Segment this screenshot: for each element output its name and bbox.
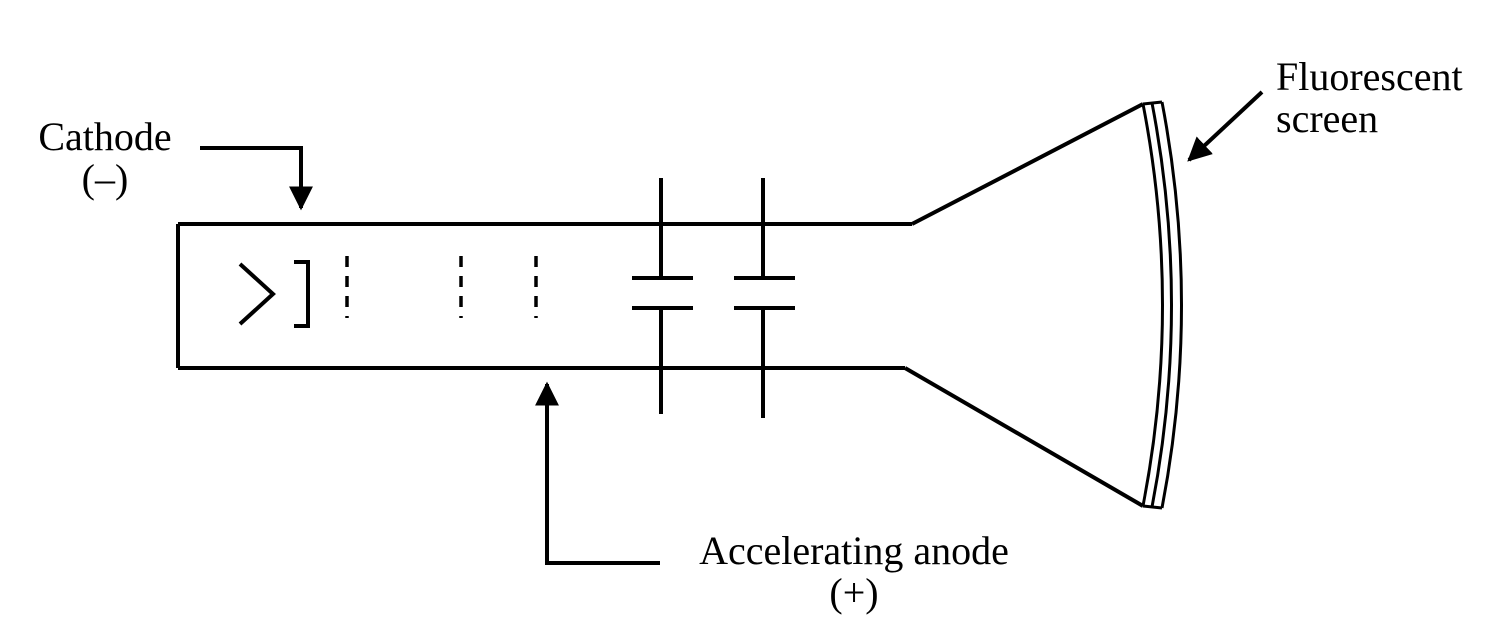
- screen-arrow: [1187, 90, 1264, 162]
- cathode-arrow: [200, 146, 313, 211]
- anode-name: Accelerating anode: [699, 528, 1009, 573]
- cathode-sign: (–): [81, 156, 129, 201]
- cathode-label: Cathode (–): [20, 116, 190, 200]
- anode-label: Accelerating anode (+): [664, 530, 1044, 614]
- screen-label-line2: screen: [1276, 96, 1379, 141]
- control-grid: [294, 260, 310, 328]
- anode-sign: (+): [829, 570, 879, 615]
- anode-electrodes: [345, 256, 538, 318]
- screen-label-line1: Fluorescent: [1276, 54, 1463, 99]
- deflection-plates-1: [632, 178, 693, 414]
- anode-arrow: [535, 381, 660, 565]
- deflection-plates-2: [734, 178, 795, 418]
- cathode-heater: [238, 262, 276, 326]
- screen-label: Fluorescent screen: [1276, 56, 1504, 140]
- fluorescent-screen: [1141, 100, 1183, 510]
- tube-outline: [176, 102, 1145, 508]
- cathode-name: Cathode: [38, 114, 172, 159]
